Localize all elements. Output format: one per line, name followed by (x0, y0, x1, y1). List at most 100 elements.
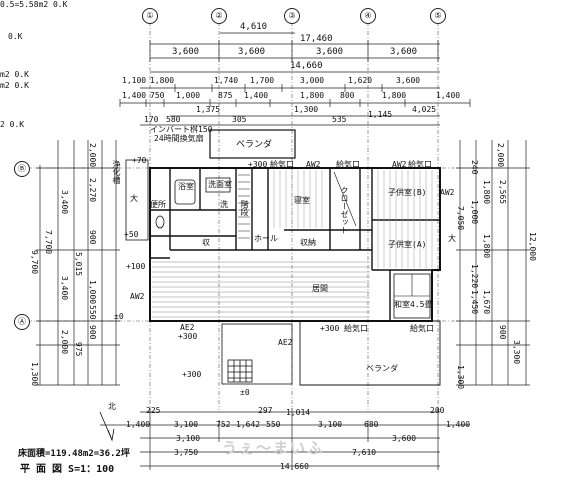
dim-r8-4: 1,145 (368, 110, 393, 119)
dim-r6-5: 1,800 (300, 91, 325, 100)
dim-b2-6: 680 (364, 420, 379, 429)
note-line-1: 0.5=5.58m2 0.K (0, 0, 68, 9)
label-vent-4: 給気口 (344, 324, 368, 333)
dim-top-3600-a: 3,600 (172, 47, 200, 57)
note-line-3: m2 0.K (0, 70, 29, 79)
dim-top-17460: 17,460 (300, 34, 333, 44)
label-pos300-1: +300 (248, 160, 268, 169)
dim-r6-7: 1,800 (382, 91, 407, 100)
dim-b1-2: 1,014 (286, 408, 311, 417)
axis-bubble-4: ④ (360, 8, 376, 24)
dim-left-5: 5,015 (74, 252, 83, 277)
dim-left-12: 975 (74, 342, 83, 357)
dim-b4-0: 3,750 (174, 448, 199, 457)
label-ae2-1: AE2 (180, 323, 195, 332)
label-ae2-2: AE2 (278, 338, 293, 347)
label-pos100: +100 (126, 262, 146, 271)
label-veranda-bottom: ベランダ (366, 364, 398, 373)
dim-b3-1: 3,600 (392, 434, 417, 443)
label-storage2: 収納 (300, 238, 316, 247)
floor-area-label: 床面積=119.48m2=36.2坪 (18, 449, 130, 459)
label-ground-1: ±0 (114, 312, 124, 321)
bathtub (174, 179, 196, 205)
washbasin (205, 177, 231, 193)
label-master-bed: 寝室 (294, 196, 310, 205)
label-ground-2: ±0 (240, 388, 250, 397)
label-big-right: 大 (448, 234, 456, 243)
dim-right-13: 1,300 (456, 365, 465, 390)
axis-bubble-b: Ⓑ (14, 161, 30, 177)
label-pos300-2: +300 (320, 324, 340, 333)
label-pos300-3: +300 (178, 332, 198, 341)
label-pos70: +70 (132, 156, 147, 165)
axis-bubble-5: ⑤ (430, 8, 446, 24)
label-pos300-4: +300 (182, 370, 202, 379)
label-aw-1: AW2 (306, 160, 321, 169)
dim-r6-1: 750 (150, 91, 165, 100)
dim-b2-4: 550 (266, 420, 281, 429)
drawing-title: 平 面 図 S=1：100 (20, 464, 115, 475)
toilet-fixture (155, 215, 165, 229)
axis-bubble-3: ③ (284, 8, 300, 24)
dim-r5-6: 3,600 (396, 76, 421, 85)
note-line-5: 2 0.K (0, 120, 25, 129)
dim-r5-1: 1,800 (150, 76, 175, 85)
dim-left-6: 9,700 (30, 250, 39, 275)
bedroom-floor-hatch (273, 170, 433, 268)
dim-r7-2: 4,025 (412, 105, 437, 114)
dim-right-12: 3,300 (512, 340, 521, 365)
purification-tank (125, 159, 149, 241)
dim-r8-3: 535 (332, 115, 347, 124)
dim-r7-0: 1,375 (196, 105, 221, 114)
label-dressing: 洗面室 (208, 180, 232, 189)
dim-r6-8: 1,400 (436, 91, 461, 100)
note-line-2: 0.K (8, 32, 23, 41)
label-purification: 浄化槽 (112, 160, 121, 184)
dim-left-2: 3,400 (60, 190, 69, 215)
dim-left-0: 2,000 (88, 143, 97, 168)
right-dimension-lines (456, 140, 530, 386)
top-dimension-lines (119, 32, 471, 126)
label-24h-fan: 24時間換気扇 (154, 134, 204, 143)
label-storage: 収 (202, 238, 210, 247)
label-washer: 洗 (220, 200, 228, 209)
dim-right-0: 2,000 (496, 143, 505, 168)
interior-walls (150, 168, 440, 321)
dim-r5-3: 1,700 (250, 76, 275, 85)
dim-r5-2: 1,740 (214, 76, 239, 85)
label-stair: 階段 (240, 200, 249, 216)
veranda-top-outline (209, 129, 296, 159)
left-dimension-lines (36, 140, 120, 386)
dim-r6-0: 1,400 (122, 91, 147, 100)
north-arrow (99, 411, 115, 442)
dim-left-13: 1,300 (30, 362, 39, 387)
dim-left-10: 2,000 (60, 330, 69, 355)
dim-right-3: 1,000 (470, 200, 479, 225)
axis-bubble-2: ② (211, 8, 227, 24)
label-big-left: 大 (130, 194, 138, 203)
dim-b3-0: 3,100 (176, 434, 201, 443)
label-aw-3: AW2 (130, 292, 145, 301)
dim-top-3600-b: 3,600 (238, 47, 266, 57)
dim-right-2: 1,800 (482, 180, 491, 205)
axis-bubble-1: ① (142, 8, 158, 24)
dim-r8-1: 580 (166, 115, 181, 124)
dim-right-9: 1,450 (470, 290, 479, 315)
dim-right-5: 7,050 (456, 206, 465, 231)
label-child-a: 子供室(A) (388, 240, 427, 249)
dim-b2-0: 1,400 (126, 420, 151, 429)
label-invert: インバート桝150 (150, 125, 213, 134)
dim-b5-0: 14,660 (280, 462, 309, 471)
label-pos50: +50 (124, 230, 139, 239)
dim-r6-6: 800 (340, 91, 355, 100)
dim-right-8: 1,220 (470, 264, 479, 289)
label-hall: ホール (254, 234, 278, 243)
dim-left-8: 1,000 (88, 280, 97, 305)
dim-b2-3: 1,642 (236, 420, 261, 429)
label-vent-2: 給気口 (408, 160, 432, 169)
dim-b2-2: 752 (216, 420, 231, 429)
dim-left-7: 3,400 (60, 276, 69, 301)
closet-mark (333, 171, 357, 227)
dim-right-1: 240 (470, 160, 479, 175)
note-line-4: m2 0.K (0, 81, 29, 90)
